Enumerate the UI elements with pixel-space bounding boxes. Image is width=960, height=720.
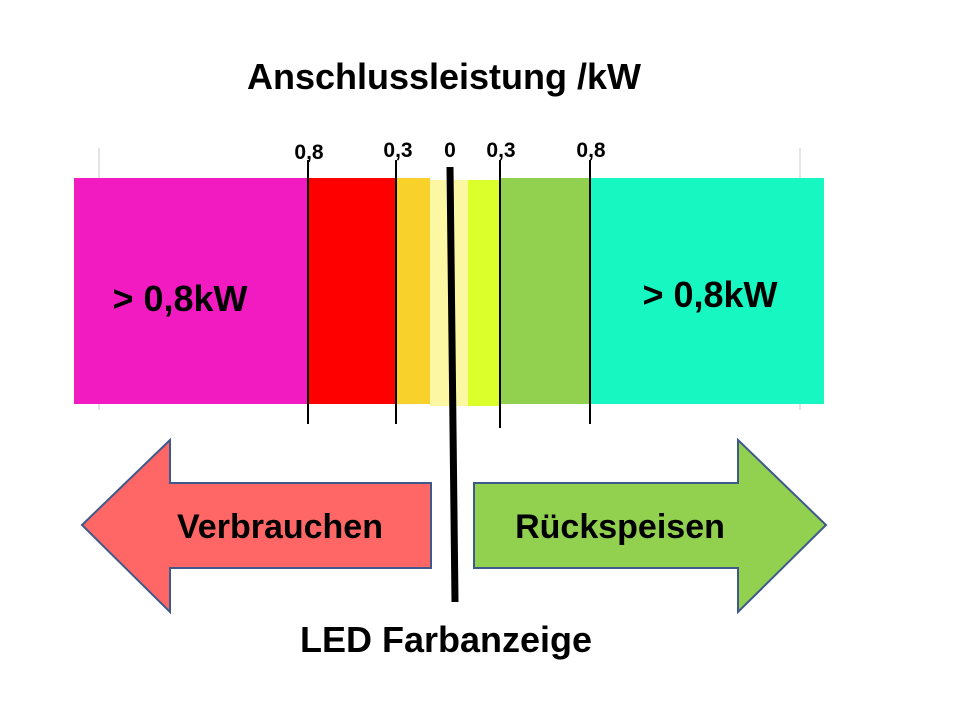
region-label-left: > 0,8kW — [112, 278, 247, 319]
band-red — [308, 178, 396, 404]
band-orange-yellow — [396, 178, 430, 404]
tick-label-left-0-8: 0,8 — [294, 141, 324, 164]
bottom-label: LED Farbanzeige — [300, 619, 592, 660]
tick-label-right-0-3: 0,3 — [486, 139, 515, 162]
arrow-right-feed-in — [473, 437, 828, 615]
band-turquoise — [590, 178, 824, 404]
tick-label-left-0-3: 0,3 — [383, 139, 412, 162]
band-lime — [468, 180, 500, 406]
led-indicator-pointer — [446, 166, 459, 603]
arrow-left-label: Verbrauchen — [177, 508, 383, 546]
region-label-right: > 0,8kW — [642, 274, 777, 315]
band-green — [500, 178, 590, 404]
arrow-right-label: Rückspeisen — [515, 508, 725, 546]
band-magenta — [74, 178, 308, 404]
tick-labels: 0,8 0,3 0 0,3 0,8 — [294, 139, 606, 164]
diagram-title: Anschlussleistung /kW — [247, 56, 641, 97]
color-band — [74, 178, 824, 406]
threshold-lines — [307, 160, 591, 428]
tick-label-right-0-8: 0,8 — [576, 139, 606, 162]
tick-label-zero: 0 — [444, 139, 456, 162]
arrow-left-consume — [80, 437, 432, 615]
